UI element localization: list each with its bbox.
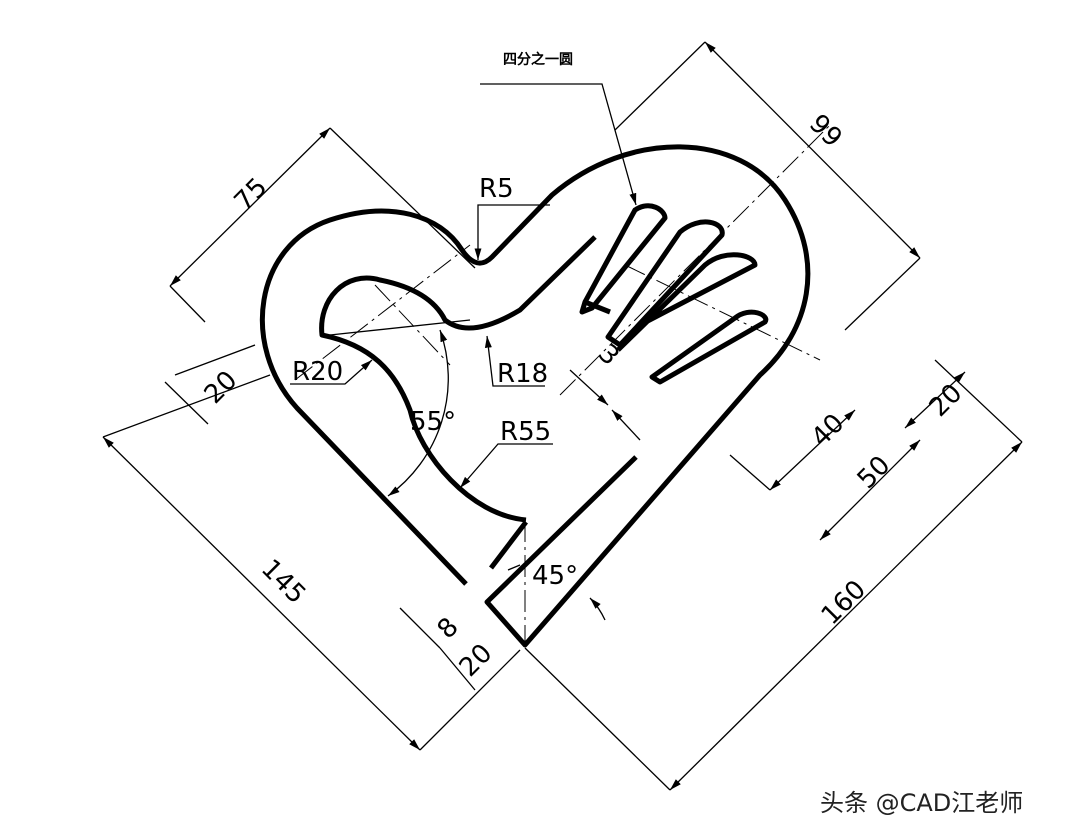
r5-label: R5 <box>479 174 514 204</box>
slot-4 <box>649 309 769 385</box>
dim-40-label: 40 <box>806 408 851 453</box>
dim-145-label: 145 <box>255 554 311 610</box>
slot-2 <box>605 219 725 348</box>
dimension-lines <box>102 41 1023 791</box>
dim-50-label: 50 <box>852 450 897 495</box>
slot-1 <box>579 203 668 315</box>
dim-160-label: 160 <box>816 575 872 631</box>
dim-20-left-label: 20 <box>199 365 244 410</box>
dim-8-label: 8 <box>432 612 465 645</box>
dim-20-bottom-label: 20 <box>454 638 499 683</box>
r20-label: R20 <box>292 357 343 387</box>
r55-label: R55 <box>500 417 551 447</box>
watermark-text: 头条 @CAD江老师 <box>820 789 1024 817</box>
angle-55-label: 55° <box>410 407 456 437</box>
quarter-circle-note: 四分之一圆 <box>503 51 573 68</box>
r18-label: R18 <box>497 359 548 389</box>
angle-45-label: 45° <box>532 561 578 591</box>
inner-cutout-closing-edge <box>489 520 528 570</box>
dim-75-label: 75 <box>229 172 274 217</box>
